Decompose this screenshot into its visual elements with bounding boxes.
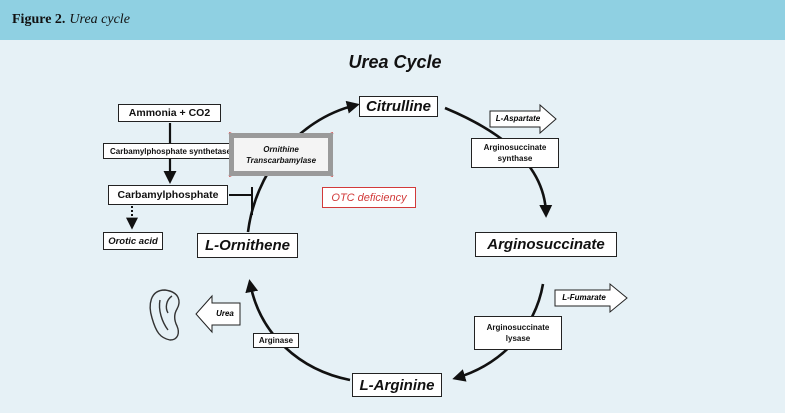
label-l-aspartate: L-Aspartate xyxy=(495,114,541,123)
kidney-icon xyxy=(149,289,180,341)
lyase-label-line1: Arginosuccinate xyxy=(486,323,550,332)
node-l-arginine: L-Arginine xyxy=(352,373,442,397)
node-l-ornithene: L-Ornithene xyxy=(197,233,298,258)
figure-header: Figure 2. Urea cycle xyxy=(0,0,785,40)
otc-deficiency-label: OTC deficiency xyxy=(322,187,416,208)
lyase-label-line2: lysase xyxy=(505,334,531,343)
enzyme-ornithine-transcarbamylase: Ornithine Transcarbamylase xyxy=(229,133,333,176)
label-urea: Urea xyxy=(216,309,234,318)
label-l-fumarate: L-Fumarate xyxy=(562,293,606,302)
l-fumarate-arrow xyxy=(554,282,628,314)
enzyme-arginosuccinate-lyase: Arginosuccinate lysase xyxy=(474,316,562,350)
diagram-title: Urea Cycle xyxy=(348,52,442,72)
node-arginosuccinate: Arginosuccinate xyxy=(475,232,617,257)
urea-arrow xyxy=(195,294,241,334)
enzyme-carbamylphosphate-synthetase: Carbamylphosphate synthetase xyxy=(103,143,238,159)
node-carbamylphosphate: Carbamylphosphate xyxy=(108,185,228,205)
synthase-label-line2: synthase xyxy=(497,154,533,163)
arrow-arginine-to-ornithene xyxy=(245,279,351,382)
l-aspartate-arrow xyxy=(489,103,557,135)
node-ammonia-co2: Ammonia + CO2 xyxy=(118,104,221,122)
synthase-label-line1: Arginosuccinate xyxy=(483,143,547,152)
figure-label: Figure 2. xyxy=(12,12,66,27)
node-citrulline: Citrulline xyxy=(359,96,438,117)
otc-label-line2: Transcarbamylase xyxy=(245,155,317,165)
node-orotic-acid: Orotic acid xyxy=(103,232,163,250)
otc-label-line1: Ornithine xyxy=(263,144,299,154)
enzyme-arginosuccinate-synthase: Arginosuccinate synthase xyxy=(471,138,559,168)
figure-caption: Urea cycle xyxy=(69,12,130,27)
enzyme-arginase: Arginase xyxy=(253,333,299,348)
